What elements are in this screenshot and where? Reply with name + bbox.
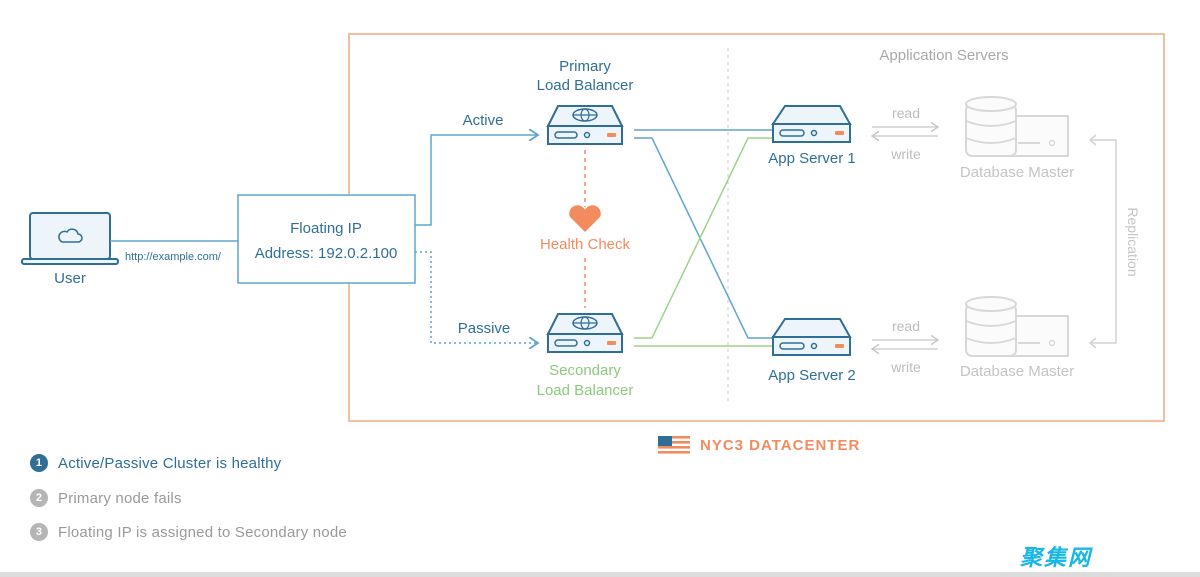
step-number-badge: 1: [30, 454, 48, 472]
heart-icon: [569, 205, 601, 232]
database-icon-2: [965, 296, 1069, 357]
legend-text: Floating IP is assigned to Secondary nod…: [58, 523, 347, 541]
passive-label: Passive: [458, 320, 511, 337]
us-flag-icon: [658, 436, 690, 454]
floating-ip-title: Floating IP: [290, 220, 362, 237]
replication-arrow-top: [1088, 134, 1097, 146]
health-check-label: Health Check: [540, 236, 631, 253]
database-icon-1: [965, 96, 1069, 157]
replication-arrow-bottom: [1088, 337, 1097, 349]
replication-bracket: [1090, 139, 1117, 344]
primary-lb-label-2: Load Balancer: [537, 77, 634, 94]
app-server-2-label: App Server 2: [768, 367, 856, 384]
database-master-1-label: Database Master: [960, 164, 1074, 181]
floating-ip-box[interactable]: [237, 194, 416, 284]
step-number-badge: 2: [30, 489, 48, 507]
app-servers-title: Application Servers: [879, 47, 1008, 64]
cloud-icon: [58, 228, 83, 243]
primary-load-balancer-icon: [546, 105, 624, 145]
app-server-1-icon: [771, 105, 852, 143]
primary-to-app2-line: [634, 137, 772, 339]
legend-text: Primary node fails: [58, 489, 182, 507]
active-label: Active: [463, 112, 504, 129]
user-label: User: [54, 270, 86, 287]
bottom-bar: [0, 572, 1200, 577]
primary-lb-label-1: Primary: [559, 58, 611, 75]
step-number-badge: 3: [30, 523, 48, 541]
legend-item-2: 2 Primary node fails: [30, 489, 182, 507]
secondary-lb-label-1: Secondary: [549, 362, 621, 379]
write-label-1: write: [890, 146, 921, 162]
app-server-1-label: App Server 1: [768, 150, 856, 167]
read-label-2: read: [892, 318, 920, 334]
floating-ip-address: Address: 192.0.2.100: [255, 245, 398, 262]
legend-item-1: 1 Active/Passive Cluster is healthy: [30, 454, 281, 472]
legend-text: Active/Passive Cluster is healthy: [58, 454, 282, 472]
replication-label: Replication: [1125, 207, 1141, 276]
read-label-1: read: [892, 105, 920, 121]
passive-connection: [415, 251, 538, 343]
legend-item-3: 3 Floating IP is assigned to Secondary n…: [30, 523, 347, 541]
app-server-2-icon: [771, 318, 852, 356]
url-label: http://example.com/: [125, 251, 222, 263]
watermark-logo: 聚集网: [1020, 545, 1093, 570]
database-master-2-label: Database Master: [960, 363, 1074, 380]
secondary-to-app1-line: [634, 137, 772, 339]
write-label-2: write: [890, 359, 921, 375]
laptop-icon: [21, 212, 119, 265]
active-connection: [415, 135, 538, 226]
secondary-lb-label-2: Load Balancer: [537, 382, 634, 399]
datacenter-label: NYC3 DATACENTER: [700, 437, 860, 454]
secondary-load-balancer-icon: [546, 313, 624, 353]
